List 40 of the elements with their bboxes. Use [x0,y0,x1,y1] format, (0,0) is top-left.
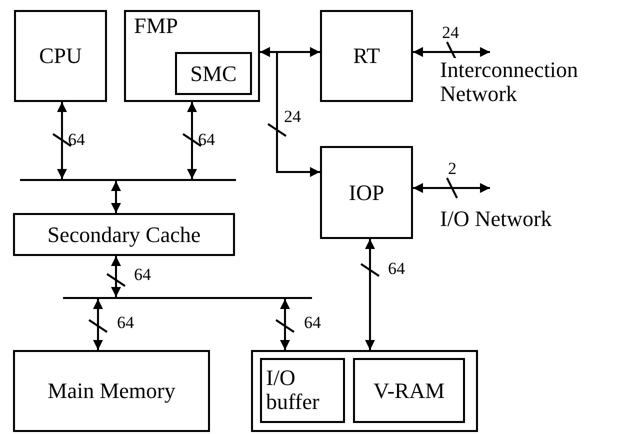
block-box [14,10,107,102]
arrow [111,256,121,297]
edge-label: 2 [448,160,456,178]
edge-label: 64 [304,314,321,332]
block-label: SMC [189,62,238,86]
edge-label: 64 [134,266,151,284]
arrow [93,299,103,350]
block-label: Interconnection Network [440,58,580,106]
edge-label: 24 [284,108,301,126]
edge-label: 64 [117,314,134,332]
block-box [320,10,413,102]
block-label: RT [352,44,381,68]
block-label: Secondary Cache [46,222,202,246]
block-box [260,358,345,423]
empty-box [251,350,478,432]
arrow [111,181,121,213]
block-label: Main Memory [46,379,176,403]
arrow [187,102,197,179]
block-label: V-RAM [372,378,446,402]
block-box [320,146,413,239]
block-box [353,358,465,423]
block-label: I/O Network [440,207,553,231]
arrow [280,299,290,350]
edge-label: 24 [442,24,459,42]
arrow [57,102,67,179]
block-label: IOP [348,180,386,204]
edge-label: 64 [198,131,215,149]
block-box [13,350,210,432]
block-label: I/O buffer [266,366,320,414]
block-box [175,52,252,95]
arrow [413,183,490,193]
arrow [260,47,320,177]
block-label: CPU [38,44,83,68]
edge-label: 64 [388,260,405,278]
edge-label: 64 [68,131,85,149]
block-box [124,10,260,102]
arrow [365,239,375,350]
block-label: FMP [134,14,178,38]
arrow [413,47,490,57]
block-box [13,213,235,256]
